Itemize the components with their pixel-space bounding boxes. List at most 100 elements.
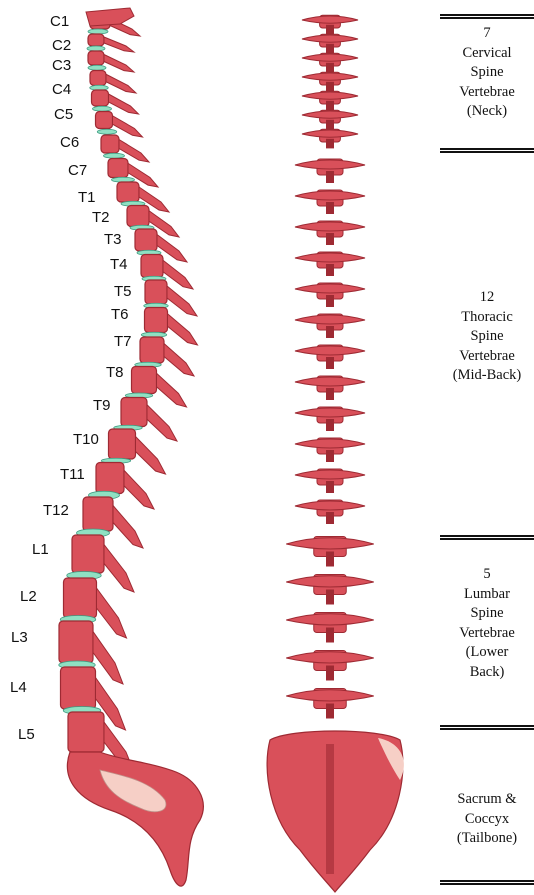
label-t6: T6 xyxy=(111,307,129,322)
spinous-tip xyxy=(326,590,334,605)
vertebra-body-c2 xyxy=(88,34,104,46)
intervertebral-disc xyxy=(88,65,106,70)
label-t7: T7 xyxy=(114,334,132,349)
spinous-tip xyxy=(326,63,334,73)
spinous-tip xyxy=(326,512,334,524)
spinous-tip xyxy=(326,295,334,307)
spinous-tip xyxy=(326,101,334,111)
region-lumbar: 5LumbarSpineVertebrae(LowerBack) xyxy=(440,565,534,682)
spinous-process xyxy=(168,314,198,345)
label-t3: T3 xyxy=(104,232,122,247)
spinous-tip xyxy=(326,552,334,567)
vertebra-body xyxy=(68,712,104,752)
vertebra-body-t11 xyxy=(109,429,136,459)
spinous-process xyxy=(147,405,177,441)
vertebra-body-l5 xyxy=(61,667,96,709)
transverse-process xyxy=(295,501,365,510)
spinous-tip xyxy=(326,326,334,338)
transverse-process xyxy=(302,16,358,23)
vertebra-body-t10 xyxy=(121,398,147,427)
vertebra-body-t2 xyxy=(117,182,139,202)
vertebra-body-t8 xyxy=(140,337,164,363)
spinous-process xyxy=(93,632,123,685)
spinous-tip xyxy=(326,388,334,400)
spinous-tip xyxy=(326,357,334,369)
transverse-process xyxy=(295,191,365,200)
vertebra-body-t4 xyxy=(135,229,157,251)
spinous-process xyxy=(157,373,187,407)
transverse-process xyxy=(295,253,365,262)
transverse-process xyxy=(295,222,365,231)
spinous-process xyxy=(97,588,127,638)
label-t4: T4 xyxy=(110,257,128,272)
posterior-spine-view xyxy=(267,15,404,892)
spinous-process xyxy=(113,506,143,549)
transverse-process xyxy=(295,284,365,293)
label-t8: T8 xyxy=(106,365,124,380)
label-l2: L2 xyxy=(20,589,37,604)
label-l1: L1 xyxy=(32,542,49,557)
region-thoracic: 12ThoracicSpineVertebrae(Mid-Back) xyxy=(440,288,534,386)
divider-thoracic-lumbar xyxy=(440,535,534,540)
label-c6: C6 xyxy=(60,135,79,150)
spinous-tip xyxy=(326,450,334,462)
vertebra-body-c7 xyxy=(101,135,119,153)
transverse-process xyxy=(295,160,365,169)
label-c7: C7 xyxy=(68,163,87,178)
intervertebral-disc xyxy=(104,153,125,158)
transverse-process xyxy=(302,130,358,137)
vertebra-body-l1 xyxy=(83,497,113,531)
region-sacrum-coccyx: Sacrum &Coccyx(Tailbone) xyxy=(440,790,534,849)
divider-top xyxy=(440,14,534,19)
transverse-process xyxy=(286,538,374,549)
spinous-tip xyxy=(326,44,334,54)
spinous-tip xyxy=(326,139,334,149)
label-c5: C5 xyxy=(54,107,73,122)
sacrum-lateral xyxy=(67,752,203,886)
spinous-tip xyxy=(326,82,334,92)
vertebra-body-t9 xyxy=(132,367,157,394)
vertebra-body-c4 xyxy=(90,71,106,86)
spinous-tip xyxy=(326,202,334,214)
vertebra-body-t1 xyxy=(108,159,128,178)
transverse-process xyxy=(302,111,358,118)
spinous-tip xyxy=(326,704,334,719)
sacral-crest xyxy=(326,744,334,874)
transverse-process xyxy=(302,92,358,99)
transverse-process xyxy=(302,73,358,80)
spinous-process xyxy=(113,116,143,137)
transverse-process xyxy=(286,690,374,701)
divider-bottom xyxy=(440,880,534,885)
transverse-process xyxy=(302,54,358,61)
label-t10: T10 xyxy=(73,432,99,447)
spinous-tip xyxy=(326,25,334,35)
spinous-process xyxy=(106,74,136,93)
vertebra-body-l2 xyxy=(72,535,104,573)
divider-lumbar-sacrum xyxy=(440,725,534,730)
intervertebral-disc xyxy=(93,106,112,111)
intervertebral-disc xyxy=(87,46,105,51)
spinous-process xyxy=(104,545,134,593)
label-l3: L3 xyxy=(11,630,28,645)
spinous-tip xyxy=(326,628,334,643)
label-l4: L4 xyxy=(10,680,27,695)
spinous-tip xyxy=(326,233,334,245)
vertebra-body-t7 xyxy=(145,308,168,333)
spinous-process xyxy=(136,437,166,475)
spinous-tip xyxy=(326,171,334,183)
transverse-process xyxy=(295,315,365,324)
label-t11: T11 xyxy=(60,467,85,482)
transverse-process xyxy=(286,614,374,625)
label-t12: T12 xyxy=(43,503,69,518)
label-c1: C1 xyxy=(50,14,69,29)
sacrum-posterior xyxy=(267,731,403,892)
spinous-process xyxy=(124,470,154,509)
intervertebral-disc xyxy=(88,29,108,34)
spinous-tip xyxy=(326,419,334,431)
spinous-tip xyxy=(326,666,334,681)
label-t9: T9 xyxy=(93,398,111,413)
label-c4: C4 xyxy=(52,82,71,97)
transverse-process xyxy=(302,35,358,42)
transverse-process xyxy=(295,439,365,448)
